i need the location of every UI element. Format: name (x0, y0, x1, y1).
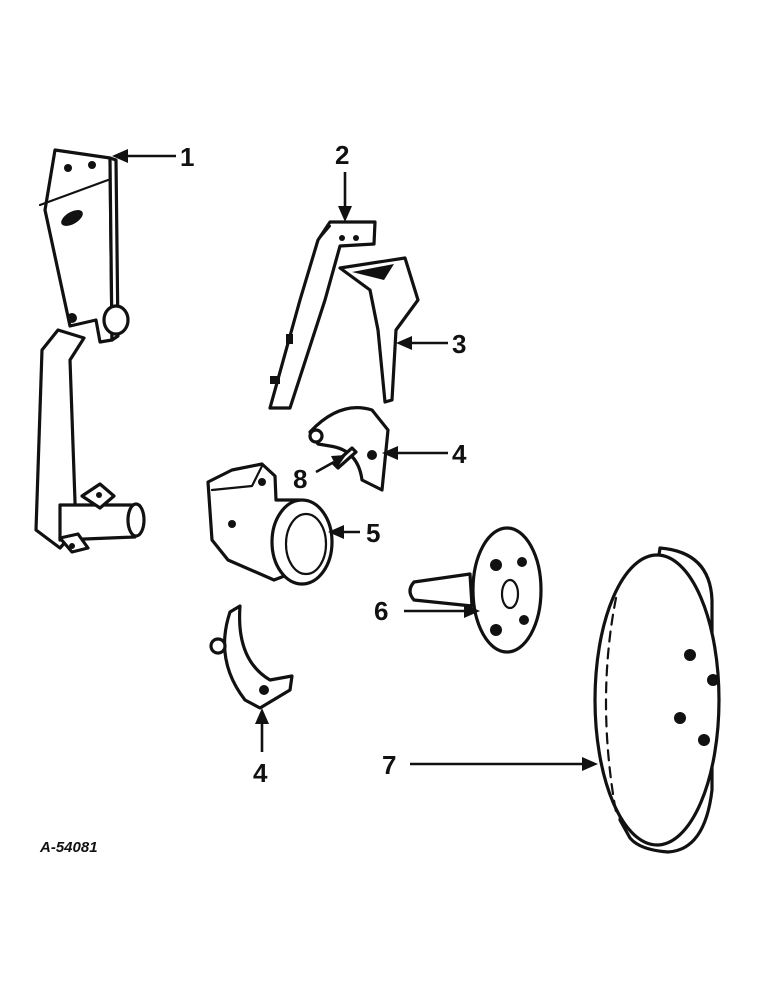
callout-5: 5 (366, 518, 380, 548)
leader-4-lower (255, 708, 269, 752)
part-7-wheel (593, 546, 721, 854)
leader-4-upper (382, 446, 448, 460)
callout-3: 3 (452, 329, 466, 359)
part-6-hub (408, 526, 543, 654)
part-5-bearing-housing (206, 462, 334, 586)
leader-5 (328, 525, 360, 539)
callout-4-lower: 4 (253, 758, 268, 788)
leader-6 (404, 604, 480, 618)
leader-2 (338, 172, 352, 222)
part-3-scraper-blade (338, 256, 420, 404)
part-1-bracket-arm (34, 148, 146, 554)
callout-8: 8 (293, 464, 307, 494)
leader-8 (315, 455, 346, 474)
callout-6: 6 (374, 596, 388, 626)
part-4-lower-bearing-half (209, 604, 294, 710)
part-2-flat-bracket (268, 220, 377, 410)
leader-1 (112, 149, 176, 163)
callout-1: 1 (180, 142, 194, 172)
callout-2: 2 (335, 140, 349, 170)
leader-7 (410, 757, 598, 771)
figure-id: A-54081 (39, 839, 98, 856)
callout-4-upper: 4 (452, 439, 467, 469)
leader-3 (396, 336, 448, 350)
callout-7: 7 (382, 750, 396, 780)
